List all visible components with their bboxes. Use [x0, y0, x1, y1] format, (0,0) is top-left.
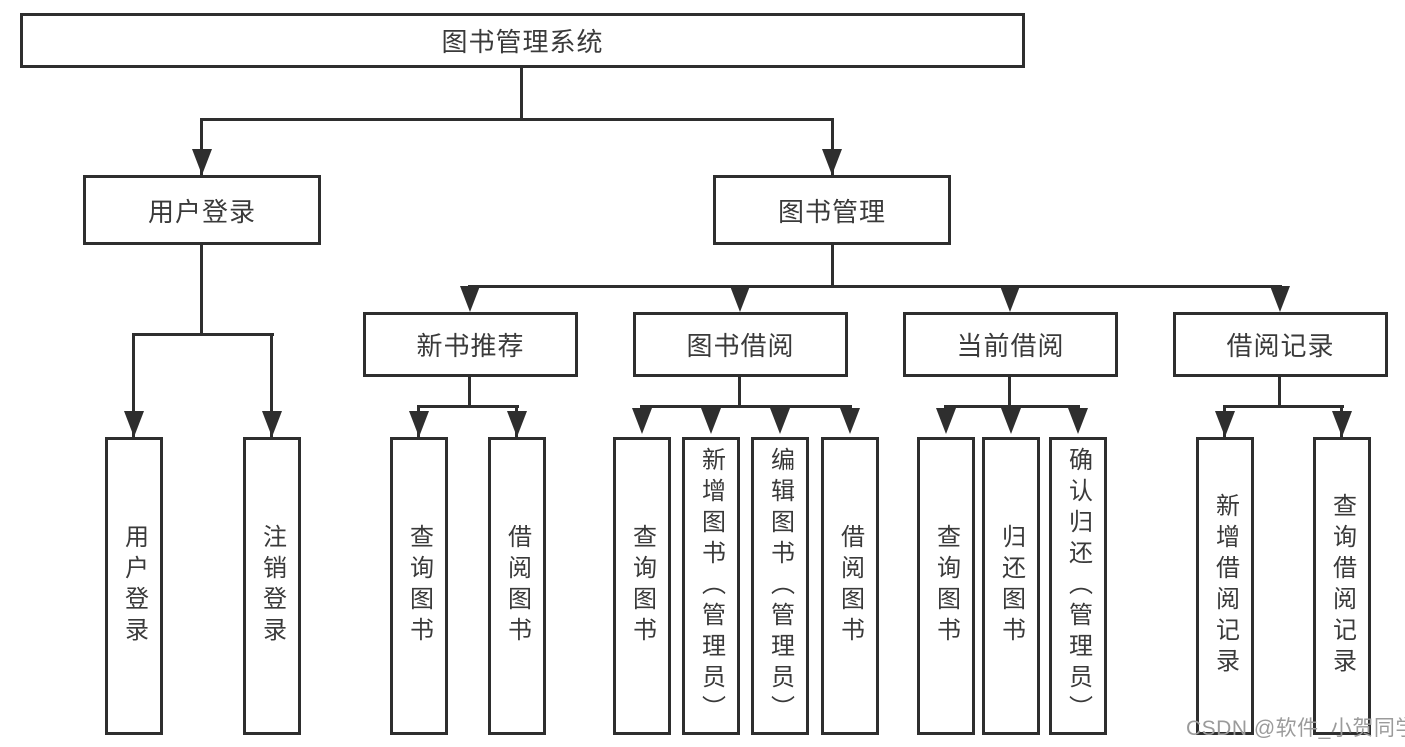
watermark: CSDN @软件_小贺同学: [1186, 717, 1405, 740]
node-borrowing-records-label: 借阅记录: [1226, 331, 1335, 361]
node-query-books-current-label: 查询图书: [932, 524, 960, 648]
connector-vline: [132, 333, 135, 437]
node-book-borrowing-label: 图书借阅: [686, 331, 795, 361]
connector-hline: [640, 405, 852, 408]
connector-vline: [831, 118, 834, 175]
connector-vline: [1278, 377, 1281, 408]
arrowhead-down-icon: [1270, 286, 1290, 312]
connector-hline: [417, 405, 519, 408]
arrowhead-down-icon: [1068, 408, 1088, 434]
arrowhead-down-icon: [730, 286, 750, 312]
node-user-login-leaf: 用户登录: [105, 437, 163, 735]
connector-vline: [200, 118, 203, 175]
node-user-login-leaf-label: 用户登录: [120, 524, 148, 648]
arrowhead-down-icon: [1215, 411, 1235, 437]
node-logout-label: 注销登录: [258, 524, 286, 648]
arrowhead-down-icon: [460, 286, 480, 312]
node-book-borrowing: 图书借阅: [633, 312, 848, 377]
node-confirm-return-admin-label: 确认归还（管理员）: [1064, 446, 1092, 726]
node-new-book-recommend: 新书推荐: [363, 312, 578, 377]
arrowhead-down-icon: [770, 408, 790, 434]
node-borrow-books-label: 借阅图书: [836, 524, 864, 648]
arrowhead-down-icon: [632, 408, 652, 434]
node-borrowing-records: 借阅记录: [1173, 312, 1388, 377]
arrowhead-down-icon: [1000, 286, 1020, 312]
arrowhead-down-icon: [262, 411, 282, 437]
node-borrow-books-recommend-label: 借阅图书: [503, 524, 531, 648]
node-root-label: 图书管理系统: [441, 27, 604, 57]
node-root: 图书管理系统: [20, 13, 1025, 68]
connector-vline: [831, 245, 834, 288]
node-borrow-books-recommend: 借阅图书: [488, 437, 546, 735]
node-edit-books-admin: 编辑图书（管理员）: [751, 437, 809, 735]
arrowhead-down-icon: [822, 149, 842, 175]
connector-hline: [200, 118, 834, 121]
connector-vline: [270, 333, 273, 437]
node-return-books-label: 归还图书: [997, 524, 1025, 648]
connector-vline: [1008, 377, 1011, 408]
arrowhead-down-icon: [192, 149, 212, 175]
node-query-books-recommend: 查询图书: [390, 437, 448, 735]
node-book-management-label: 图书管理: [777, 196, 886, 227]
node-edit-books-admin-label: 编辑图书（管理员）: [766, 446, 794, 726]
connector-hline: [132, 333, 274, 336]
node-query-books-borrowing-label: 查询图书: [628, 524, 656, 648]
node-query-books-borrowing: 查询图书: [613, 437, 671, 735]
node-book-management: 图书管理: [713, 175, 951, 245]
connector-hline: [1223, 405, 1344, 408]
node-new-book-recommend-label: 新书推荐: [416, 331, 525, 361]
connector-vline: [520, 68, 523, 121]
node-logout: 注销登录: [243, 437, 301, 735]
arrowhead-down-icon: [507, 411, 527, 437]
connector-hline: [468, 285, 1282, 288]
node-query-books-current: 查询图书: [917, 437, 975, 735]
node-add-borrow-record: 新增借阅记录: [1196, 437, 1254, 735]
node-add-books-admin-label: 新增图书（管理员）: [697, 446, 725, 726]
node-query-books-recommend-label: 查询图书: [405, 524, 433, 648]
arrowhead-down-icon: [840, 408, 860, 434]
node-query-borrow-record: 查询借阅记录: [1313, 437, 1371, 735]
arrowhead-down-icon: [1332, 411, 1352, 437]
connector-vline: [200, 245, 203, 336]
node-user-login-group: 用户登录: [83, 175, 321, 245]
node-borrow-books: 借阅图书: [821, 437, 879, 735]
connector-vline: [468, 377, 471, 408]
node-return-books: 归还图书: [982, 437, 1040, 735]
connector-vline: [738, 377, 741, 408]
node-current-borrowing-label: 当前借阅: [956, 331, 1065, 361]
node-confirm-return-admin: 确认归还（管理员）: [1049, 437, 1107, 735]
node-add-books-admin: 新增图书（管理员）: [682, 437, 740, 735]
node-current-borrowing: 当前借阅: [903, 312, 1118, 377]
node-query-borrow-record-label: 查询借阅记录: [1328, 493, 1356, 679]
arrowhead-down-icon: [701, 408, 721, 434]
arrowhead-down-icon: [936, 408, 956, 434]
connector-hline: [944, 405, 1080, 408]
node-user-login-group-label: 用户登录: [147, 196, 256, 227]
arrowhead-down-icon: [409, 411, 429, 437]
node-add-borrow-record-label: 新增借阅记录: [1211, 493, 1239, 679]
arrowhead-down-icon: [124, 411, 144, 437]
arrowhead-down-icon: [1001, 408, 1021, 434]
